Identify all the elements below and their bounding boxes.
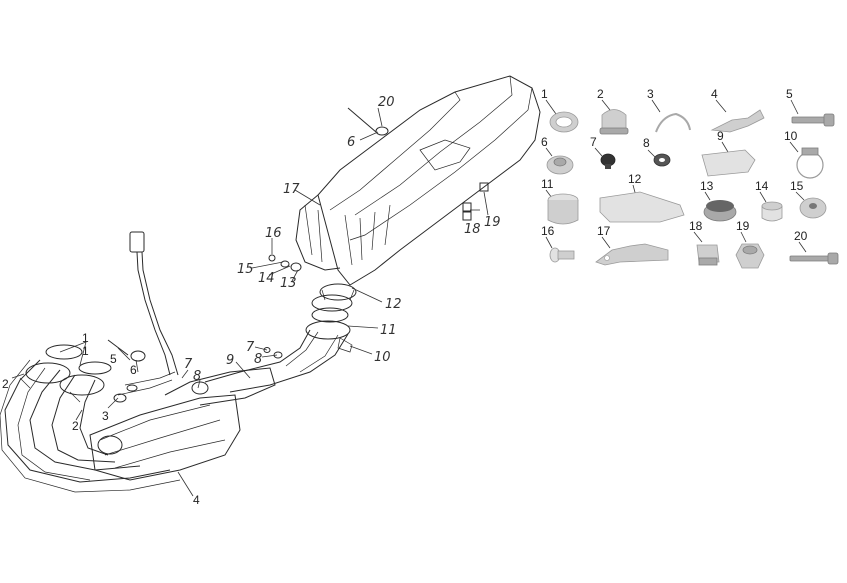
catalog-item-4: 4 <box>710 87 765 133</box>
callout-2-left: 2 <box>2 377 9 391</box>
leader-lines <box>11 107 489 497</box>
callout-8-right: 8 <box>254 352 262 367</box>
svg-text:14: 14 <box>755 179 769 193</box>
catalog-item-20: 20 <box>789 229 839 265</box>
callout-2-lower: 2 <box>72 419 79 433</box>
callout-7-left: 7 <box>184 357 193 372</box>
catalog-item-16: 16 <box>541 224 575 263</box>
svg-text:12: 12 <box>628 172 642 186</box>
catalog-item-11: 11 <box>541 177 579 225</box>
svg-text:5: 5 <box>786 87 793 101</box>
svg-text:15: 15 <box>790 179 804 193</box>
catalog-item-18: 18 <box>689 219 720 266</box>
o2-sensor <box>113 231 209 403</box>
catalog-item-7: 7 <box>590 135 616 169</box>
catalog-item-14: 14 <box>755 179 783 222</box>
svg-text:2: 2 <box>597 87 604 101</box>
exhaust-assembly: 20 6 17 19 18 16 15 14 13 12 11 10 9 7 8… <box>0 75 541 507</box>
callout-6-upper: 6 <box>347 135 355 150</box>
svg-text:6: 6 <box>541 135 548 149</box>
svg-text:4: 4 <box>711 87 718 101</box>
collector <box>89 367 276 481</box>
callout-5: 5 <box>110 352 117 366</box>
catalog-item-12: 12 <box>599 172 685 223</box>
catalog-item-10: 10 <box>784 129 824 179</box>
callout-1-a: 1 <box>82 331 89 345</box>
svg-text:20: 20 <box>794 229 808 243</box>
catalog-item-2: 2 <box>597 87 629 135</box>
callout-4: 4 <box>193 493 200 507</box>
header-pipes <box>0 344 181 493</box>
callout-6-lower: 6 <box>130 363 137 377</box>
callout-14: 14 <box>258 271 275 286</box>
callout-9: 9 <box>226 353 234 368</box>
svg-text:10: 10 <box>784 129 798 143</box>
svg-text:18: 18 <box>689 219 703 233</box>
catalog-item-15: 15 <box>790 179 827 219</box>
catalog-item-9: 9 <box>701 129 756 177</box>
callout-11: 11 <box>380 323 397 338</box>
svg-text:19: 19 <box>736 219 750 233</box>
callout-15: 15 <box>237 262 254 277</box>
callout-3: 3 <box>102 409 109 423</box>
svg-text:7: 7 <box>590 135 597 149</box>
clamps <box>305 294 353 353</box>
callout-19: 19 <box>484 215 501 230</box>
parts-catalog: 1 2 3 4 5 6 <box>541 87 839 269</box>
hardware <box>107 107 489 362</box>
catalog-item-6: 6 <box>541 135 574 175</box>
callout-1-b: 1 <box>82 344 89 358</box>
svg-text:16: 16 <box>541 224 555 238</box>
catalog-item-3: 3 <box>647 87 691 133</box>
callout-13: 13 <box>280 276 297 291</box>
link-pipe <box>204 329 349 393</box>
svg-text:1: 1 <box>541 87 548 101</box>
callout-18: 18 <box>464 222 481 237</box>
catalog-item-5: 5 <box>786 87 835 127</box>
callout-10: 10 <box>374 350 391 365</box>
svg-text:8: 8 <box>643 136 650 150</box>
diagram-callouts: 20 6 17 19 18 16 15 14 13 12 11 10 9 7 8… <box>2 95 501 507</box>
catalog-item-8: 8 <box>643 136 671 167</box>
svg-text:3: 3 <box>647 87 654 101</box>
svg-text:9: 9 <box>717 129 724 143</box>
catalog-item-17: 17 <box>595 224 669 266</box>
callout-8-left: 8 <box>193 369 201 384</box>
callout-17: 17 <box>283 182 300 197</box>
catalog-item-19: 19 <box>735 219 765 269</box>
svg-text:11: 11 <box>541 177 554 191</box>
svg-text:17: 17 <box>597 224 611 238</box>
catalog-item-1: 1 <box>541 87 579 133</box>
callout-12: 12 <box>385 297 402 312</box>
callout-7-right: 7 <box>246 340 255 355</box>
catalog-item-13: 13 <box>700 179 737 222</box>
callout-16: 16 <box>265 226 282 241</box>
muffler <box>295 75 541 301</box>
svg-text:13: 13 <box>700 179 714 193</box>
callout-20: 20 <box>378 95 395 110</box>
